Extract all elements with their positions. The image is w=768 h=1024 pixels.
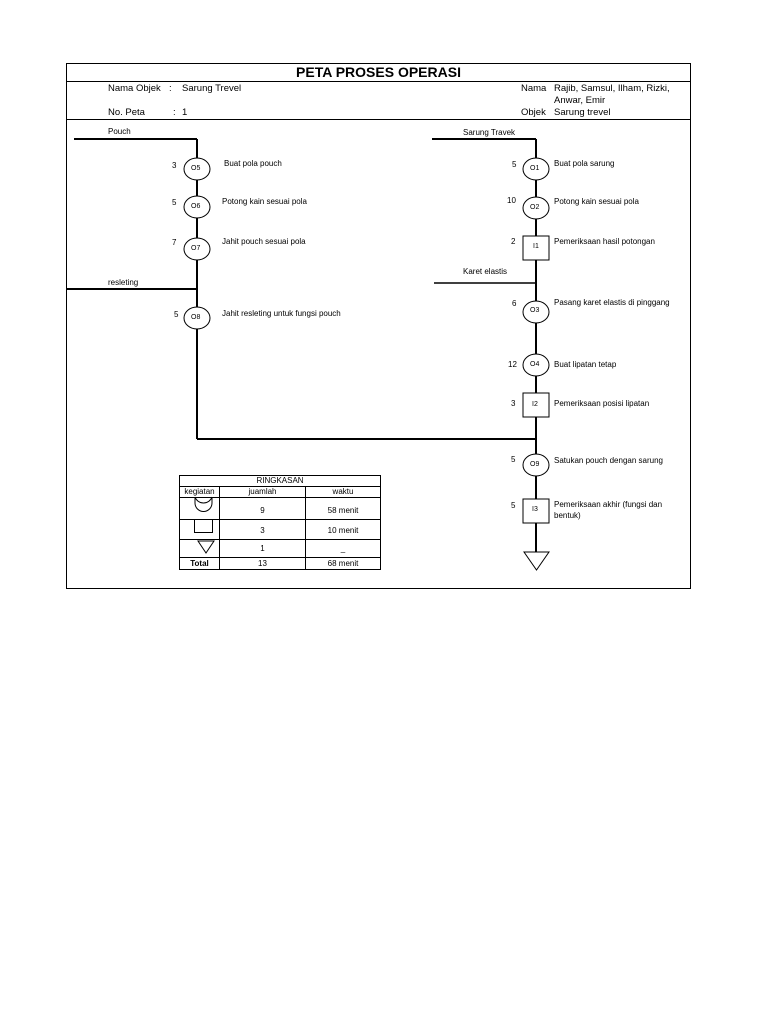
operation-circle-icon [194, 496, 213, 504]
operation-circle-top-icon [194, 497, 213, 512]
step-i3 [522, 498, 550, 524]
objek-label: Objek [521, 107, 546, 118]
step-o3 [522, 300, 550, 324]
summary-row-waktu: _ [340, 544, 346, 553]
step-code: O8 [191, 314, 201, 321]
step-o6 [183, 195, 211, 219]
step-code: I3 [532, 506, 538, 513]
step-code: O6 [191, 203, 201, 210]
step-time: 5 [174, 310, 179, 319]
step-code: O4 [530, 361, 540, 368]
nama-value-line2: Anwar, Emir [554, 95, 606, 106]
step-desc-line2: bentuk) [554, 511, 581, 520]
step-desc: Jahit resleting untuk fungsi pouch [222, 309, 341, 318]
summary-total-jumlah: 13 [258, 559, 267, 568]
summary-row-jumlah: 9 [260, 506, 265, 515]
storage-triangle-small-icon [197, 540, 215, 554]
step-desc: Pemeriksaan posisi lipatan [554, 399, 650, 408]
outer-frame [66, 63, 691, 589]
step-code: O2 [530, 204, 540, 211]
step-time: 12 [508, 360, 517, 369]
karet-input-label: Karet elastis [463, 267, 508, 276]
step-code: O5 [191, 165, 201, 172]
step-o4 [522, 353, 550, 377]
step-time: 2 [511, 237, 516, 246]
nama-label: Nama [521, 83, 547, 94]
step-i2 [522, 392, 550, 418]
step-time: 7 [172, 238, 177, 247]
step-desc: Pemeriksaan hasil potongan [554, 237, 655, 246]
step-code: O9 [530, 461, 540, 468]
objek-value: Sarung trevel [554, 107, 611, 118]
inspection-square-icon [194, 519, 213, 533]
step-desc: Satukan pouch dengan sarung [554, 456, 663, 465]
pouch-input-label: Pouch [108, 127, 131, 136]
step-desc: Pemeriksaan akhir (fungsi dan [554, 500, 663, 509]
summary-row-jumlah: 3 [260, 526, 265, 535]
step-desc: Potong kain sesuai pola [222, 197, 307, 206]
step-desc: Buat pola sarung [554, 159, 615, 168]
storage-triangle-icon [523, 551, 550, 571]
step-o1 [522, 157, 550, 181]
step-code: O7 [191, 245, 201, 252]
step-o8 [183, 306, 211, 330]
step-time: 5 [511, 455, 516, 464]
step-desc: Jahit pouch sesuai pola [222, 237, 306, 246]
summary-total-waktu: 68 menit [327, 559, 359, 568]
step-time: 5 [172, 198, 177, 207]
step-o7 [183, 237, 211, 261]
nama-value-line1: Rajib, Samsul, Ilham, Rizki, [554, 83, 670, 94]
page-title: PETA PROSES OPERASI [296, 64, 461, 80]
step-code: I1 [533, 243, 539, 250]
step-o5 [183, 157, 211, 181]
step-time: 6 [512, 299, 517, 308]
nama-objek-value: Sarung Trevel [182, 83, 242, 94]
step-time: 5 [511, 501, 516, 510]
nama-objek-label: Nama Objek [108, 83, 161, 94]
summary-col-kegiatan: kegiatan [184, 487, 215, 496]
sarung-input-label: Sarung Travek [463, 128, 516, 137]
resleting-input-label: resleting [108, 278, 139, 287]
step-code: O1 [530, 165, 540, 172]
summary-total-label: Total [190, 559, 209, 568]
summary-col-waktu: waktu [332, 487, 354, 496]
step-desc: Buat pola pouch [224, 159, 282, 168]
step-desc: Pasang karet elastis di pinggang [554, 298, 670, 307]
summary-row-jumlah: 1 [260, 544, 265, 553]
step-time: 10 [507, 196, 516, 205]
step-i1 [522, 235, 550, 261]
step-time: 3 [172, 161, 177, 170]
summary-row-waktu: 58 menit [327, 506, 359, 515]
step-time: 3 [511, 399, 516, 408]
step-o9 [522, 453, 550, 477]
summary-row-waktu: 10 menit [327, 526, 359, 535]
step-desc: Potong kain sesuai pola [554, 197, 639, 206]
step-o2 [522, 196, 550, 220]
summary-title: RINGKASAN [256, 476, 304, 485]
no-peta-label: No. Peta [108, 107, 145, 118]
step-code: O3 [530, 307, 540, 314]
step-desc: Buat lipatan tetap [554, 360, 617, 369]
step-time: 5 [512, 160, 517, 169]
step-code: I2 [532, 401, 538, 408]
no-peta-value: 1 [182, 107, 188, 118]
nama-objek-colon: : [169, 83, 172, 94]
summary-col-jumlah: juamlah [248, 487, 277, 496]
no-peta-colon: : [173, 107, 176, 118]
